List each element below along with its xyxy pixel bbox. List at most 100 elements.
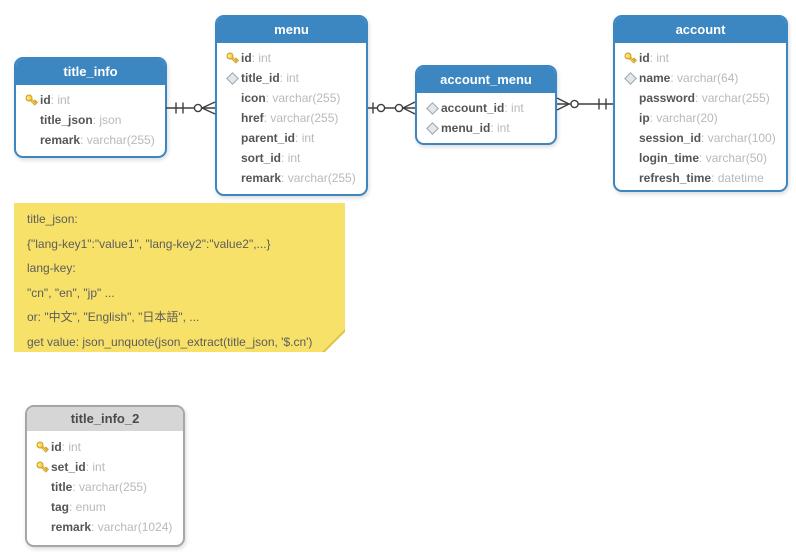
note-line: title_json: bbox=[27, 212, 78, 226]
field-type: varchar(255) bbox=[72, 480, 147, 494]
field-name: id bbox=[51, 440, 62, 454]
field-name: remark bbox=[51, 520, 92, 534]
field-type: int bbox=[51, 93, 70, 107]
table-fields: idint title_jsonjson remarkvarchar(255) bbox=[16, 86, 165, 154]
field-row: title_jsonjson bbox=[22, 110, 160, 130]
field-row: set_idint bbox=[33, 457, 178, 477]
foreign-key-icon bbox=[423, 121, 441, 135]
field-name: sort_id bbox=[241, 151, 282, 165]
field-name: remark bbox=[241, 171, 282, 185]
relationship-menu-account-menu[interactable] bbox=[368, 100, 416, 116]
table-header[interactable]: account bbox=[615, 17, 786, 44]
foreign-key-icon bbox=[621, 71, 639, 85]
field-type: varchar(64) bbox=[670, 71, 738, 85]
field-name: tag bbox=[51, 500, 69, 514]
table-header[interactable]: menu bbox=[217, 17, 366, 44]
field-type: int bbox=[252, 51, 271, 65]
field-row: title_idint bbox=[223, 68, 361, 88]
field-row: session_idvarchar(100) bbox=[621, 128, 781, 148]
primary-key-icon bbox=[33, 460, 51, 475]
primary-key-icon bbox=[33, 440, 51, 455]
table-fields: account_idint menu_idint bbox=[417, 94, 555, 142]
note-line: get value: json_unquote(json_extract(tit… bbox=[27, 334, 313, 349]
field-row: refresh_timedatetime bbox=[621, 168, 781, 188]
table-header[interactable]: title_info_2 bbox=[27, 407, 183, 433]
field-name: account_id bbox=[441, 101, 505, 115]
relationship-title-info-menu[interactable] bbox=[166, 100, 216, 116]
field-row: account_idint bbox=[423, 98, 550, 118]
note-line: lang-key: bbox=[27, 261, 76, 275]
entity-table-title-info-2[interactable]: title_info_2 idint set_idint titlevarcha… bbox=[25, 405, 185, 547]
field-type: int bbox=[504, 101, 524, 115]
field-name: id bbox=[639, 51, 650, 65]
field-row: remarkvarchar(255) bbox=[22, 130, 160, 150]
field-row: tagenum bbox=[33, 497, 178, 517]
field-type: int bbox=[62, 440, 81, 454]
field-type: json bbox=[93, 113, 121, 127]
primary-key-icon bbox=[621, 51, 639, 66]
field-type: varchar(255) bbox=[264, 111, 338, 125]
field-name: password bbox=[639, 91, 696, 105]
field-name: parent_id bbox=[241, 131, 296, 145]
field-type: int bbox=[86, 460, 105, 474]
entity-table-account[interactable]: account idint namevarchar(64) passwordva… bbox=[613, 15, 788, 192]
field-name: id bbox=[40, 93, 51, 107]
field-name: refresh_time bbox=[639, 171, 712, 185]
field-name: id bbox=[241, 51, 252, 65]
field-type: varchar(50) bbox=[699, 151, 767, 165]
field-type: varchar(100) bbox=[701, 131, 776, 145]
sticky-note[interactable]: title_json: {"lang-key1":"value1", "lang… bbox=[14, 203, 345, 352]
field-name: menu_id bbox=[441, 121, 491, 135]
table-fields: idint namevarchar(64) passwordvarchar(25… bbox=[615, 44, 786, 190]
primary-key-icon bbox=[223, 51, 241, 66]
field-type: enum bbox=[69, 500, 106, 514]
field-row: idint bbox=[33, 437, 178, 457]
table-fields: idint set_idint titlevarchar(255) tagenu… bbox=[27, 433, 183, 541]
field-type: varchar(255) bbox=[266, 91, 340, 105]
table-header[interactable]: account_menu bbox=[417, 67, 555, 94]
field-name: login_time bbox=[639, 151, 700, 165]
entity-table-title-info[interactable]: title_info idint title_jsonjson remarkva… bbox=[14, 57, 167, 158]
field-type: varchar(20) bbox=[650, 111, 717, 125]
field-row: idint bbox=[22, 90, 160, 110]
field-row: titlevarchar(255) bbox=[33, 477, 178, 497]
foreign-key-icon bbox=[423, 101, 441, 115]
foreign-key-icon bbox=[223, 71, 241, 85]
entity-table-account-menu[interactable]: account_menu account_idint menu_idint bbox=[415, 65, 557, 145]
field-row: ipvarchar(20) bbox=[621, 108, 781, 128]
field-row: sort_idint bbox=[223, 148, 361, 168]
field-row: login_timevarchar(50) bbox=[621, 148, 781, 168]
primary-key-icon bbox=[22, 93, 40, 108]
table-header[interactable]: title_info bbox=[16, 59, 165, 86]
field-name: set_id bbox=[51, 460, 86, 474]
note-line: {"lang-key1":"value1", "lang-key2":"valu… bbox=[27, 236, 271, 251]
field-type: varchar(255) bbox=[281, 171, 356, 185]
field-name: title_json bbox=[40, 113, 93, 127]
note-folded-corner-icon bbox=[325, 332, 345, 352]
field-name: name bbox=[639, 71, 671, 85]
field-row: remarkvarchar(255) bbox=[223, 168, 361, 188]
field-type: int bbox=[490, 121, 510, 135]
field-row: passwordvarchar(255) bbox=[621, 88, 781, 108]
field-row: idint bbox=[223, 48, 361, 68]
field-type: int bbox=[281, 151, 301, 165]
table-fields: idint title_idint iconvarchar(255) hrefv… bbox=[217, 44, 366, 192]
field-type: int bbox=[280, 71, 299, 85]
field-type: datetime bbox=[711, 171, 764, 185]
field-type: int bbox=[650, 51, 669, 65]
field-name: title_id bbox=[241, 71, 280, 85]
note-line: or: "中文", "English", "日本語", ... bbox=[27, 310, 200, 324]
field-row: iconvarchar(255) bbox=[223, 88, 361, 108]
field-type: varchar(255) bbox=[80, 133, 155, 147]
field-name: href bbox=[241, 111, 264, 125]
relationship-account-menu-account[interactable] bbox=[556, 96, 613, 112]
field-name: session_id bbox=[639, 131, 702, 145]
entity-table-menu[interactable]: menu idint title_idint iconvarchar(255) … bbox=[215, 15, 368, 196]
field-row: parent_idint bbox=[223, 128, 361, 148]
field-row: idint bbox=[621, 48, 781, 68]
field-row: remarkvarchar(1024) bbox=[33, 517, 178, 537]
field-row: hrefvarchar(255) bbox=[223, 108, 361, 128]
field-type: int bbox=[295, 131, 315, 145]
field-name: title bbox=[51, 480, 73, 494]
